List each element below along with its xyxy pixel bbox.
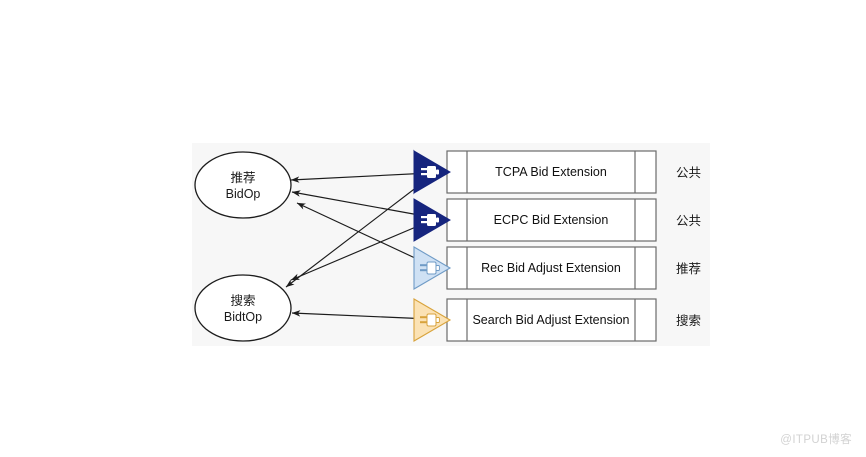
- node-search-bidop-shape: [194, 274, 292, 342]
- node-rec-bidop-line2: BidOp: [226, 187, 261, 201]
- plug-icon-rec-adjust: [420, 261, 440, 275]
- connection-recadjust-to-rec: [296, 202, 431, 266]
- extension-scope-rec-adjust: 推荐: [676, 262, 701, 276]
- watermark: @ITPUB博客: [780, 434, 852, 446]
- extension-label-tcpa: TCPA Bid Extension: [495, 165, 607, 179]
- extension-scope-search-adjust: 搜索: [676, 313, 701, 328]
- connection-ecpc-to-search: [290, 220, 431, 281]
- extension-scope-ecpc: 公共: [676, 214, 701, 228]
- extension-row-ecpc[interactable]: ECPC Bid Extension 公共: [413, 198, 701, 242]
- node-search-bidop-line2: BidtOp: [224, 310, 262, 324]
- extension-row-tcpa[interactable]: TCPA Bid Extension 公共: [413, 149, 701, 195]
- extension-bar-tcpa: [446, 150, 657, 194]
- extension-bar-search-adjust: [446, 298, 657, 342]
- extension-bar-ecpc: [446, 198, 657, 242]
- connection-searchadjust-to-search: [291, 310, 431, 320]
- connection-lines: [285, 172, 431, 320]
- connection-ecpc-to-rec: [291, 190, 431, 218]
- plug-icon-tcpa: [421, 166, 439, 178]
- extension-label-ecpc: ECPC Bid Extension: [494, 213, 609, 227]
- extension-row-rec-adjust[interactable]: Rec Bid Adjust Extension 推荐: [413, 246, 701, 290]
- extension-label-rec-adjust: Rec Bid Adjust Extension: [481, 261, 621, 275]
- extension-scope-tcpa: 公共: [676, 166, 701, 180]
- plug-icon-ecpc: [421, 214, 439, 226]
- node-rec-bidop[interactable]: 推荐 BidOp: [194, 151, 292, 219]
- node-rec-bidop-line1: 推荐: [230, 171, 255, 185]
- node-search-bidop[interactable]: 搜索 BidtOp: [194, 274, 292, 342]
- plug-icon-search-adjust: [420, 313, 440, 327]
- node-search-bidop-line1: 搜索: [230, 293, 255, 308]
- extension-row-search-adjust[interactable]: Search Bid Adjust Extension 搜索: [413, 298, 701, 342]
- node-rec-bidop-shape: [194, 151, 292, 219]
- extension-label-search-adjust: Search Bid Adjust Extension: [472, 313, 629, 327]
- connection-tcpa-to-rec: [290, 172, 431, 183]
